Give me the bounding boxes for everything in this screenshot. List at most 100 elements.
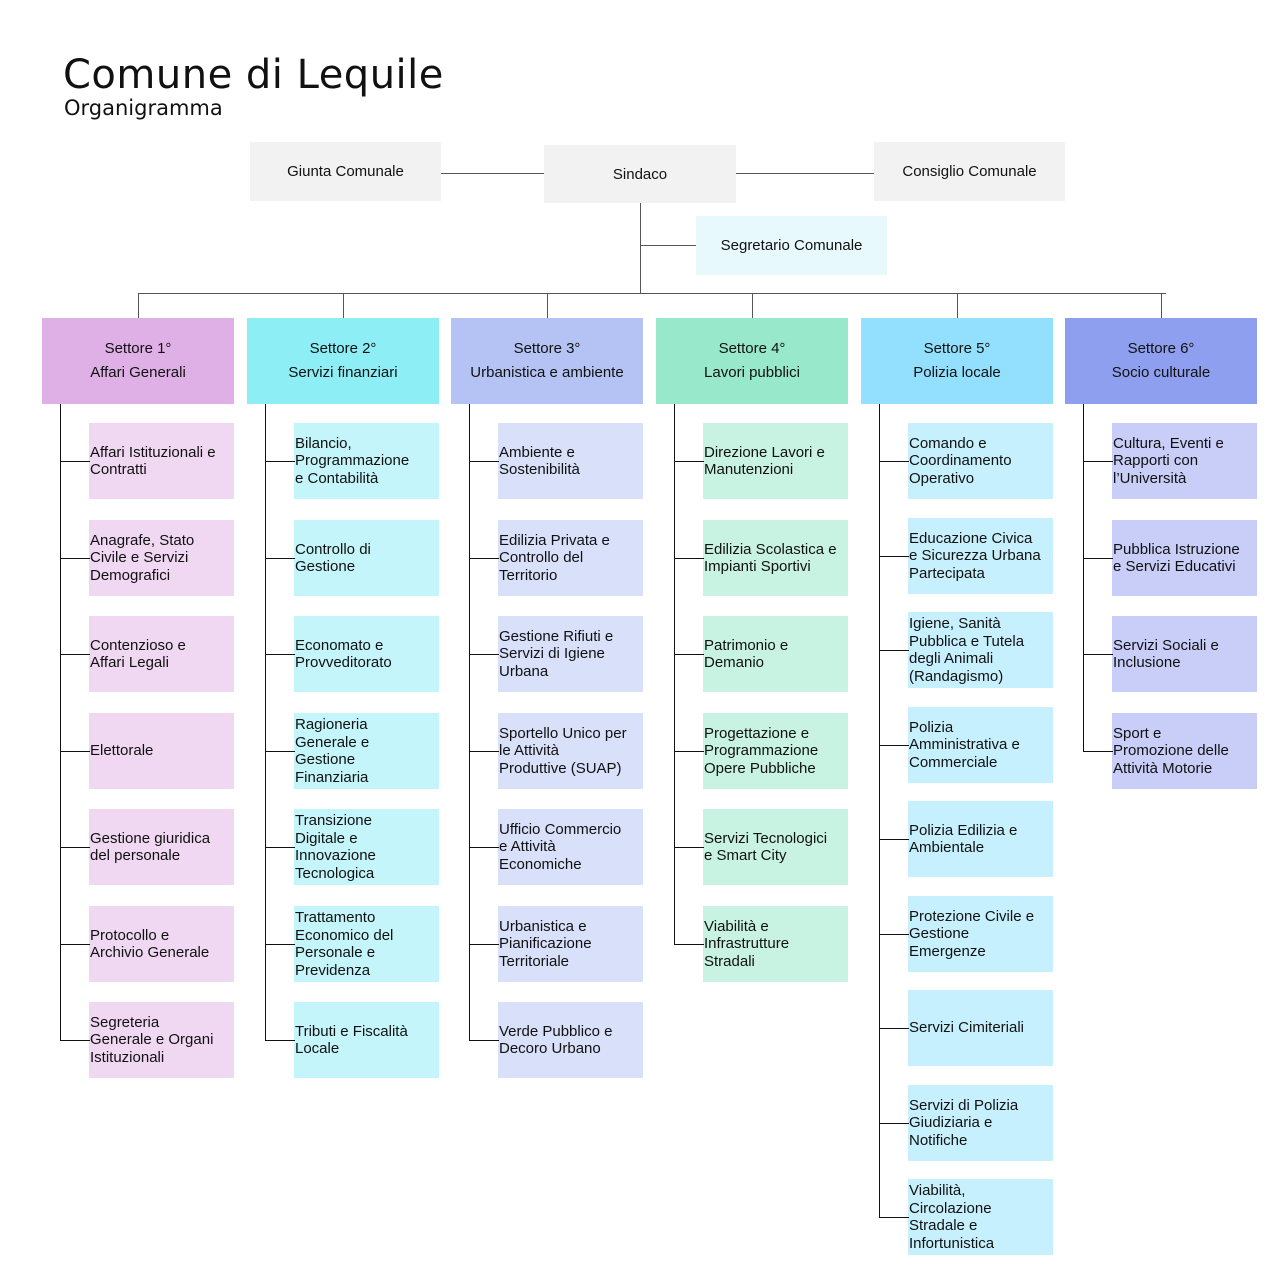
connector-segretario: [640, 245, 696, 246]
unit-box: Bilancio, Programmazione e Contabilità: [294, 423, 439, 499]
page-title: Comune di Lequile: [63, 52, 444, 98]
unit-box: Ufficio Commercio e Attività Economiche: [498, 809, 643, 885]
sector-name: Socio culturale: [1111, 364, 1211, 381]
connector-unit: [265, 847, 295, 848]
unit-box: Contenzioso e Affari Legali: [89, 616, 234, 692]
unit-box: Elettorale: [89, 713, 234, 789]
unit-box: Viabilità e Infrastrutture Stradali: [703, 906, 848, 982]
connector-sector-2: [343, 293, 344, 318]
unit-box: Segreteria Generale e Organi Istituziona…: [89, 1002, 234, 1078]
connector-sector-trunk: [60, 404, 61, 1041]
connector-unit: [1083, 751, 1113, 752]
unit-box: Affari Istituzionali e Contratti: [89, 423, 234, 499]
connector-unit: [879, 556, 909, 557]
sector-number: Settore 3°: [513, 340, 581, 357]
unit-box: Controllo di Gestione: [294, 520, 439, 596]
unit-box: Urbanistica e Pianificazione Territorial…: [498, 906, 643, 982]
unit-box: Transizione Digitale e Innovazione Tecno…: [294, 809, 439, 885]
connector-unit: [265, 461, 295, 462]
connector-unit: [879, 745, 909, 746]
sector-name: Servizi finanziari: [288, 364, 398, 381]
connector-unit: [469, 654, 499, 655]
unit-box: Pubblica Istruzione e Servizi Educativi: [1112, 520, 1257, 596]
connector-unit: [879, 650, 909, 651]
page-subtitle: Organigramma: [64, 96, 223, 120]
connector-unit: [60, 944, 90, 945]
connector-unit: [469, 461, 499, 462]
unit-box: Servizi di Polizia Giudiziaria e Notific…: [908, 1085, 1053, 1161]
unit-box: Polizia Amministrativa e Commerciale: [908, 707, 1053, 783]
connector-unit: [265, 944, 295, 945]
connector-unit: [879, 934, 909, 935]
connector-unit: [60, 558, 90, 559]
connector-giunta-sindaco: [441, 173, 544, 174]
unit-box: Ragioneria Generale e Gestione Finanziar…: [294, 713, 439, 789]
unit-box: Servizi Cimiteriali: [908, 990, 1053, 1066]
sector-1-header: Settore 1° Affari Generali: [42, 318, 234, 404]
sector-name: Urbanistica e ambiente: [470, 364, 624, 381]
unit-box: Protezione Civile e Gestione Emergenze: [908, 896, 1053, 972]
unit-box: Progettazione e Programmazione Opere Pub…: [703, 713, 848, 789]
connector-unit: [265, 558, 295, 559]
connector-sector-trunk: [1083, 404, 1084, 752]
sector-name: Lavori pubblici: [704, 364, 800, 381]
connector-unit: [674, 654, 704, 655]
connector-unit: [1083, 461, 1113, 462]
unit-box: Sport e Promozione delle Attività Motori…: [1112, 713, 1257, 789]
connector-sector-trunk: [469, 404, 470, 1041]
unit-box: Servizi Tecnologici e Smart City: [703, 809, 848, 885]
connector-unit: [469, 751, 499, 752]
sindaco-box: Sindaco: [544, 145, 736, 203]
unit-box: Edilizia Scolastica e Impianti Sportivi: [703, 520, 848, 596]
connector-unit: [674, 558, 704, 559]
unit-box: Trattamento Economico del Personale e Pr…: [294, 906, 439, 982]
connector-unit: [265, 1040, 295, 1041]
connector-unit: [879, 461, 909, 462]
connector-unit: [265, 751, 295, 752]
sector-number: Settore 1°: [104, 340, 172, 357]
unit-box: Cultura, Eventi e Rapporti con l’Univers…: [1112, 423, 1257, 499]
connector-unit: [674, 461, 704, 462]
consiglio-comunale-box: Consiglio Comunale: [874, 142, 1065, 201]
unit-box: Viabilità, Circolazione Stradale e Infor…: [908, 1179, 1053, 1255]
unit-box: Servizi Sociali e Inclusione: [1112, 616, 1257, 692]
connector-sector-trunk: [674, 404, 675, 945]
unit-box: Economato e Provveditorato: [294, 616, 439, 692]
connector-unit: [674, 847, 704, 848]
connector-sector-5: [957, 293, 958, 318]
connector-sindaco-consiglio: [736, 173, 874, 174]
unit-box: Polizia Edilizia e Ambientale: [908, 801, 1053, 877]
segretario-comunale-box: Segretario Comunale: [696, 216, 887, 275]
connector-unit: [674, 944, 704, 945]
unit-box: Direzione Lavori e Manutenzioni: [703, 423, 848, 499]
sector-number: Settore 2°: [309, 340, 377, 357]
unit-box: Gestione giuridica del personale: [89, 809, 234, 885]
connector-sector-trunk: [879, 404, 880, 1218]
connector-unit: [60, 1040, 90, 1041]
connector-unit: [60, 461, 90, 462]
unit-box: Comando e Coordinamento Operativo: [908, 423, 1053, 499]
connector-unit: [469, 1040, 499, 1041]
connector-unit: [879, 839, 909, 840]
unit-box: Tributi e Fiscalità Locale: [294, 1002, 439, 1078]
connector-sindaco-down: [640, 203, 641, 293]
giunta-comunale-box: Giunta Comunale: [250, 142, 441, 201]
unit-box: Sportello Unico per le Attività Produtti…: [498, 713, 643, 789]
connector-unit: [469, 944, 499, 945]
connector-unit: [879, 1028, 909, 1029]
sector-5-header: Settore 5°Polizia locale: [861, 318, 1053, 404]
connector-unit: [60, 654, 90, 655]
unit-box: Edilizia Privata e Controllo del Territo…: [498, 520, 643, 596]
unit-box: Educazione Civica e Sicurezza Urbana Par…: [908, 518, 1053, 594]
sector-number: Settore 6°: [1127, 340, 1195, 357]
connector-unit: [674, 751, 704, 752]
connector-unit: [1083, 654, 1113, 655]
connector-unit: [265, 654, 295, 655]
sector-name: Affari Generali: [90, 364, 186, 381]
unit-box: Verde Pubblico e Decoro Urbano: [498, 1002, 643, 1078]
sector-2-header: Settore 2° Servizi finanziari: [247, 318, 439, 404]
sector-number: Settore 5°: [923, 340, 991, 357]
unit-box: Protocollo e Archivio Generale: [89, 906, 234, 982]
unit-box: Gestione Rifiuti e Servizi di Igiene Urb…: [498, 616, 643, 692]
connector-unit: [60, 847, 90, 848]
